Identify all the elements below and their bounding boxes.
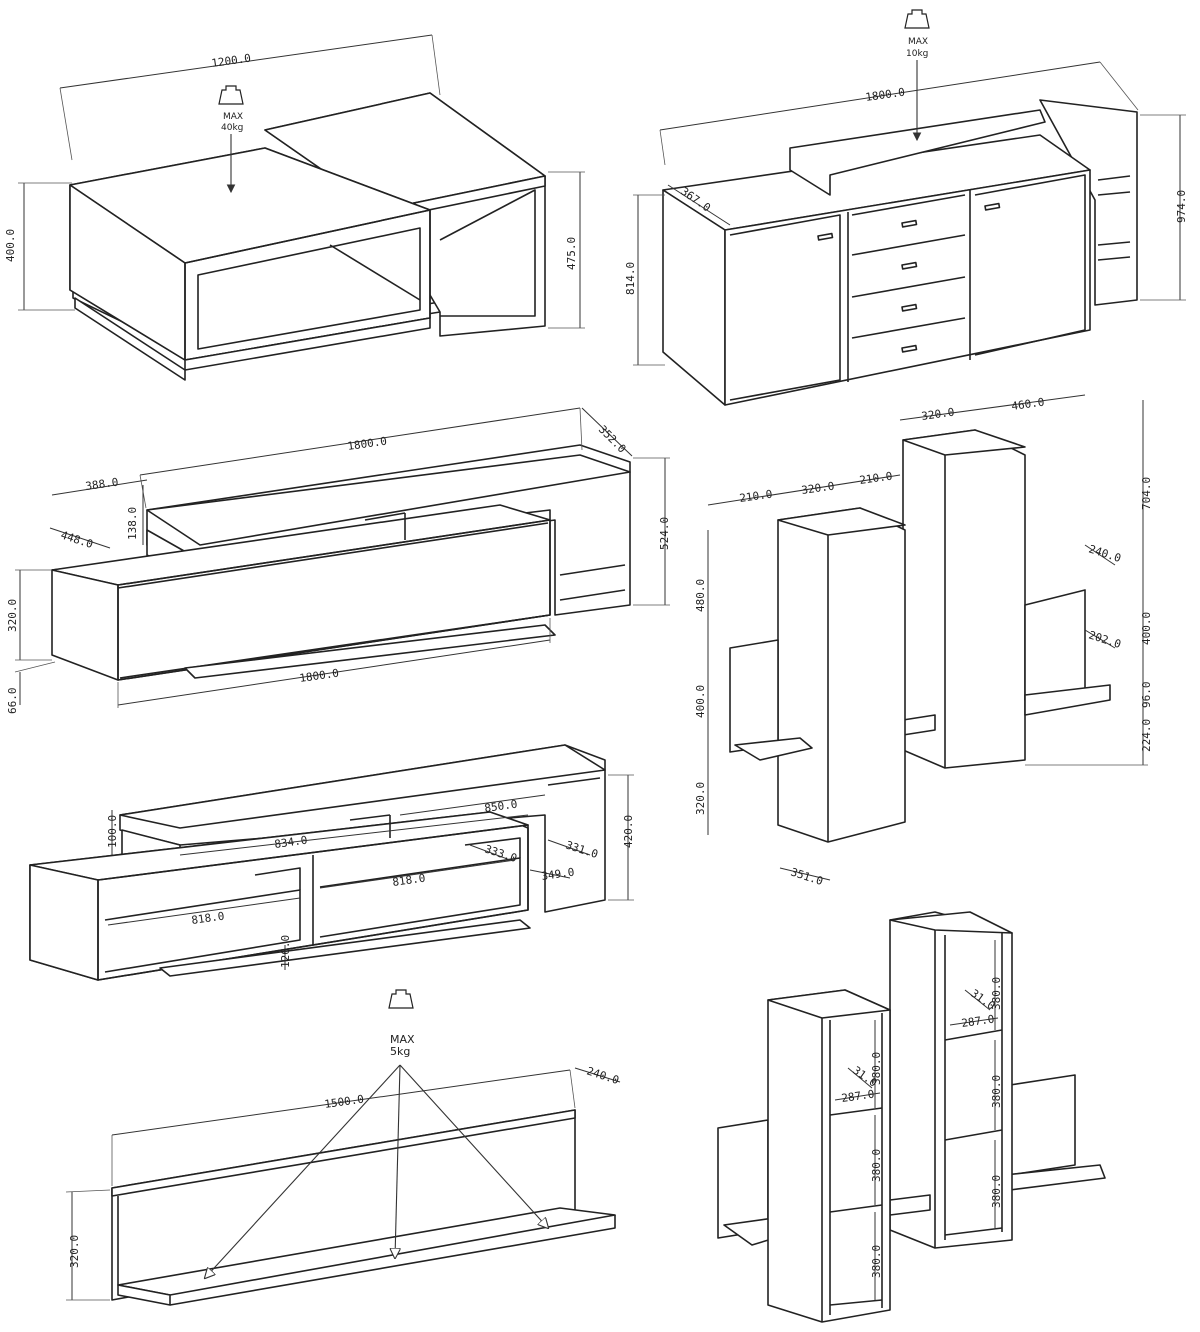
- wall-cabinets-h6-label: 224.0: [1140, 719, 1153, 752]
- weight-icon: MAX 40kg: [218, 85, 244, 133]
- open-shelves-s1-label: 380.0: [990, 977, 1003, 1010]
- wall-cabinets-h7-label: 320.0: [694, 782, 707, 815]
- wall-shelf-max-label: MAX: [390, 1033, 415, 1046]
- open-shelves-drawing: 380.0 380.0 380.0 380.0 380.0 380.0 287.…: [717, 911, 1106, 1323]
- coffee-table-height-a-label: 400.0: [4, 229, 17, 262]
- weight-icon: MAX 10kg: [904, 9, 930, 59]
- tv-unit-width-top-label: 1800.0: [347, 435, 388, 453]
- tv-unit-shelf-depth-label: 448.0: [59, 528, 95, 551]
- wall-shelf-width-label: 1500.0: [324, 1093, 365, 1111]
- wall-cabinets-w1-label: 210.0: [739, 487, 774, 504]
- tv-unit-width-bottom-label: 1800.0: [299, 667, 340, 685]
- coffee-table-height-b-label: 475.0: [565, 237, 578, 270]
- wall-cabinets-d3-label: 351.0: [789, 865, 825, 888]
- wall-shelf-max-load: 5kg: [390, 1045, 410, 1058]
- sideboard-outline: [662, 99, 1138, 406]
- wall-cabinets-w2-label: 320.0: [801, 479, 836, 496]
- wall-cabinets-w3-label: 210.0: [859, 469, 894, 486]
- sideboard-height-a-label: 814.0: [624, 262, 637, 295]
- wall-cabinets-h2-label: 480.0: [694, 579, 707, 612]
- tv-interior-h3-label: 126.0: [279, 935, 292, 968]
- wall-cabinets-h4-label: 400.0: [694, 685, 707, 718]
- tv-interior-h1-label: 100.0: [106, 815, 119, 848]
- tv-unit-interior-outline: [29, 744, 606, 981]
- sideboard-max-load: 10kg: [906, 49, 928, 59]
- weight-icon: MAX 5kg: [388, 989, 415, 1058]
- open-shelves-w1-label: 287.0: [961, 1012, 996, 1029]
- sideboard-height-b-label: 974.0: [1175, 190, 1188, 223]
- wall-cabinets-h1-label: 704.0: [1140, 477, 1153, 510]
- tv-unit-total-height-label: 524.0: [658, 517, 671, 550]
- open-shelves-s2-label: 380.0: [990, 1075, 1003, 1108]
- wall-shelf-depth-label: 240.0: [585, 1064, 621, 1087]
- wall-cabinets-h5-label: 96.0: [1140, 682, 1153, 709]
- wall-cabinets-w4-label: 320.0: [921, 405, 956, 422]
- coffee-table-max-load: 40kg: [221, 123, 243, 133]
- tv-unit-drawing: 1800.0 352.0 388.0 448.0 138.0 524.0 320…: [6, 407, 671, 715]
- tv-interior-h2-label: 420.0: [622, 815, 635, 848]
- tv-unit-shelf-width-label: 388.0: [85, 475, 120, 492]
- wall-cabinets-w5-label: 460.0: [1011, 395, 1046, 412]
- wall-shelf-drawing: 1500.0 240.0 320.0 MAX 5kg: [65, 989, 621, 1306]
- sideboard-drawing: 1800.0 367.0 814.0 974.0 MAX 10kg: [624, 9, 1188, 406]
- tv-interior-d3-label: 349.0: [541, 865, 576, 882]
- coffee-table-max-label: MAX: [223, 112, 243, 122]
- open-shelves-w2-label: 287.0: [841, 1087, 876, 1104]
- tv-interior-w4-label: 818.0: [191, 909, 226, 926]
- tv-unit-interior-drawing: 100.0 850.0 834.0 420.0 331.0 333.0 818.…: [29, 744, 635, 981]
- open-shelves-s5-label: 380.0: [870, 1149, 883, 1182]
- tv-interior-w3-label: 818.0: [392, 871, 427, 888]
- coffee-table-width-label: 1200.0: [211, 52, 252, 70]
- wall-cabinets-h3-label: 400.0: [1140, 612, 1153, 645]
- tv-unit-depth-label: 352.0: [596, 423, 629, 456]
- tv-interior-w1-label: 850.0: [484, 797, 519, 814]
- wall-shelf-height-label: 320.0: [68, 1235, 81, 1268]
- tv-unit-shelf-height-label: 138.0: [126, 507, 139, 540]
- open-shelves-outline: [717, 911, 1106, 1323]
- open-shelves-s6-label: 380.0: [870, 1245, 883, 1278]
- wall-cabinets-d1-label: 240.0: [1087, 542, 1123, 565]
- open-shelves-s3-label: 380.0: [990, 1175, 1003, 1208]
- tv-unit-outline: [51, 444, 631, 681]
- coffee-table-drawing: 1200.0 400.0 475.0 MAX 40kg: [4, 34, 585, 381]
- wall-cabinets-outline: [729, 429, 1111, 843]
- open-shelves-s4-label: 380.0: [870, 1052, 883, 1085]
- coffee-table-outline: [69, 92, 546, 381]
- wall-cabinets-drawing: 320.0 460.0 210.0 320.0 210.0 704.0 400.…: [694, 394, 1153, 888]
- tv-unit-body-height-label: 320.0: [6, 599, 19, 632]
- sideboard-max-label: MAX: [908, 37, 928, 47]
- sideboard-width-label: 1800.0: [865, 86, 906, 104]
- wall-cabinets-d2-label: 202.0: [1087, 628, 1123, 651]
- tv-unit-leg-height-label: 66.0: [6, 688, 19, 715]
- wall-shelf-outline: [111, 1109, 616, 1306]
- tv-interior-w2-label: 834.0: [274, 833, 309, 850]
